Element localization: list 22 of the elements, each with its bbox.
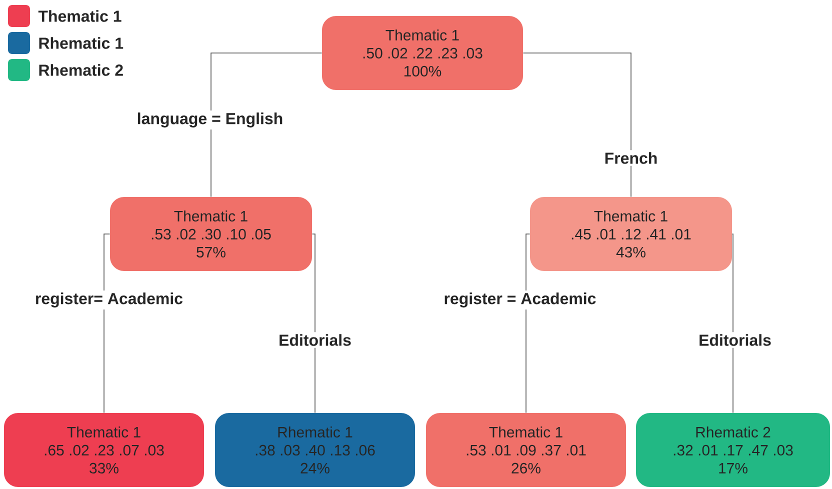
edge-label: Editorials xyxy=(696,332,774,348)
tree-node-box: Thematic 1 .53 .02 .30 .10 .05 57% xyxy=(110,197,312,271)
tree-node-box: Thematic 1 .53 .01 .09 .37 .01 26% xyxy=(426,413,626,487)
legend-label: Rhematic 2 xyxy=(39,64,123,76)
tree-branch-line xyxy=(522,52,632,198)
tree-branch-line xyxy=(732,234,734,414)
tree-branch-line xyxy=(526,234,530,414)
edge-label: language = English xyxy=(134,110,286,130)
tree-node-box: Thematic 1 .50 .02 .22 .23 .03 100% xyxy=(322,16,523,90)
edge-label: French xyxy=(602,150,660,166)
tree-branch-line xyxy=(210,52,322,198)
tree-branch-line xyxy=(104,234,110,414)
edge-label: register= Academic xyxy=(32,290,186,310)
tree-node-box: Thematic 1 .65 .02 .23 .07 .03 33% xyxy=(4,413,204,487)
tree-node-box: Rhematic 2 .32 .01 .17 .47 .03 17% xyxy=(636,413,830,487)
tree-node-box: Thematic 1 .45 .01 .12 .41 .01 43% xyxy=(530,197,732,271)
tree-node-box: Rhematic 1 .38 .03 .40 .13 .06 24% xyxy=(215,413,415,487)
legend-label: Thematic 1 xyxy=(38,10,122,22)
tree-branch-line xyxy=(312,234,316,414)
legend-label: Rhematic 1 xyxy=(39,37,124,49)
edge-label: Editorials xyxy=(276,332,354,348)
edge-label: register = Academic xyxy=(442,290,598,310)
